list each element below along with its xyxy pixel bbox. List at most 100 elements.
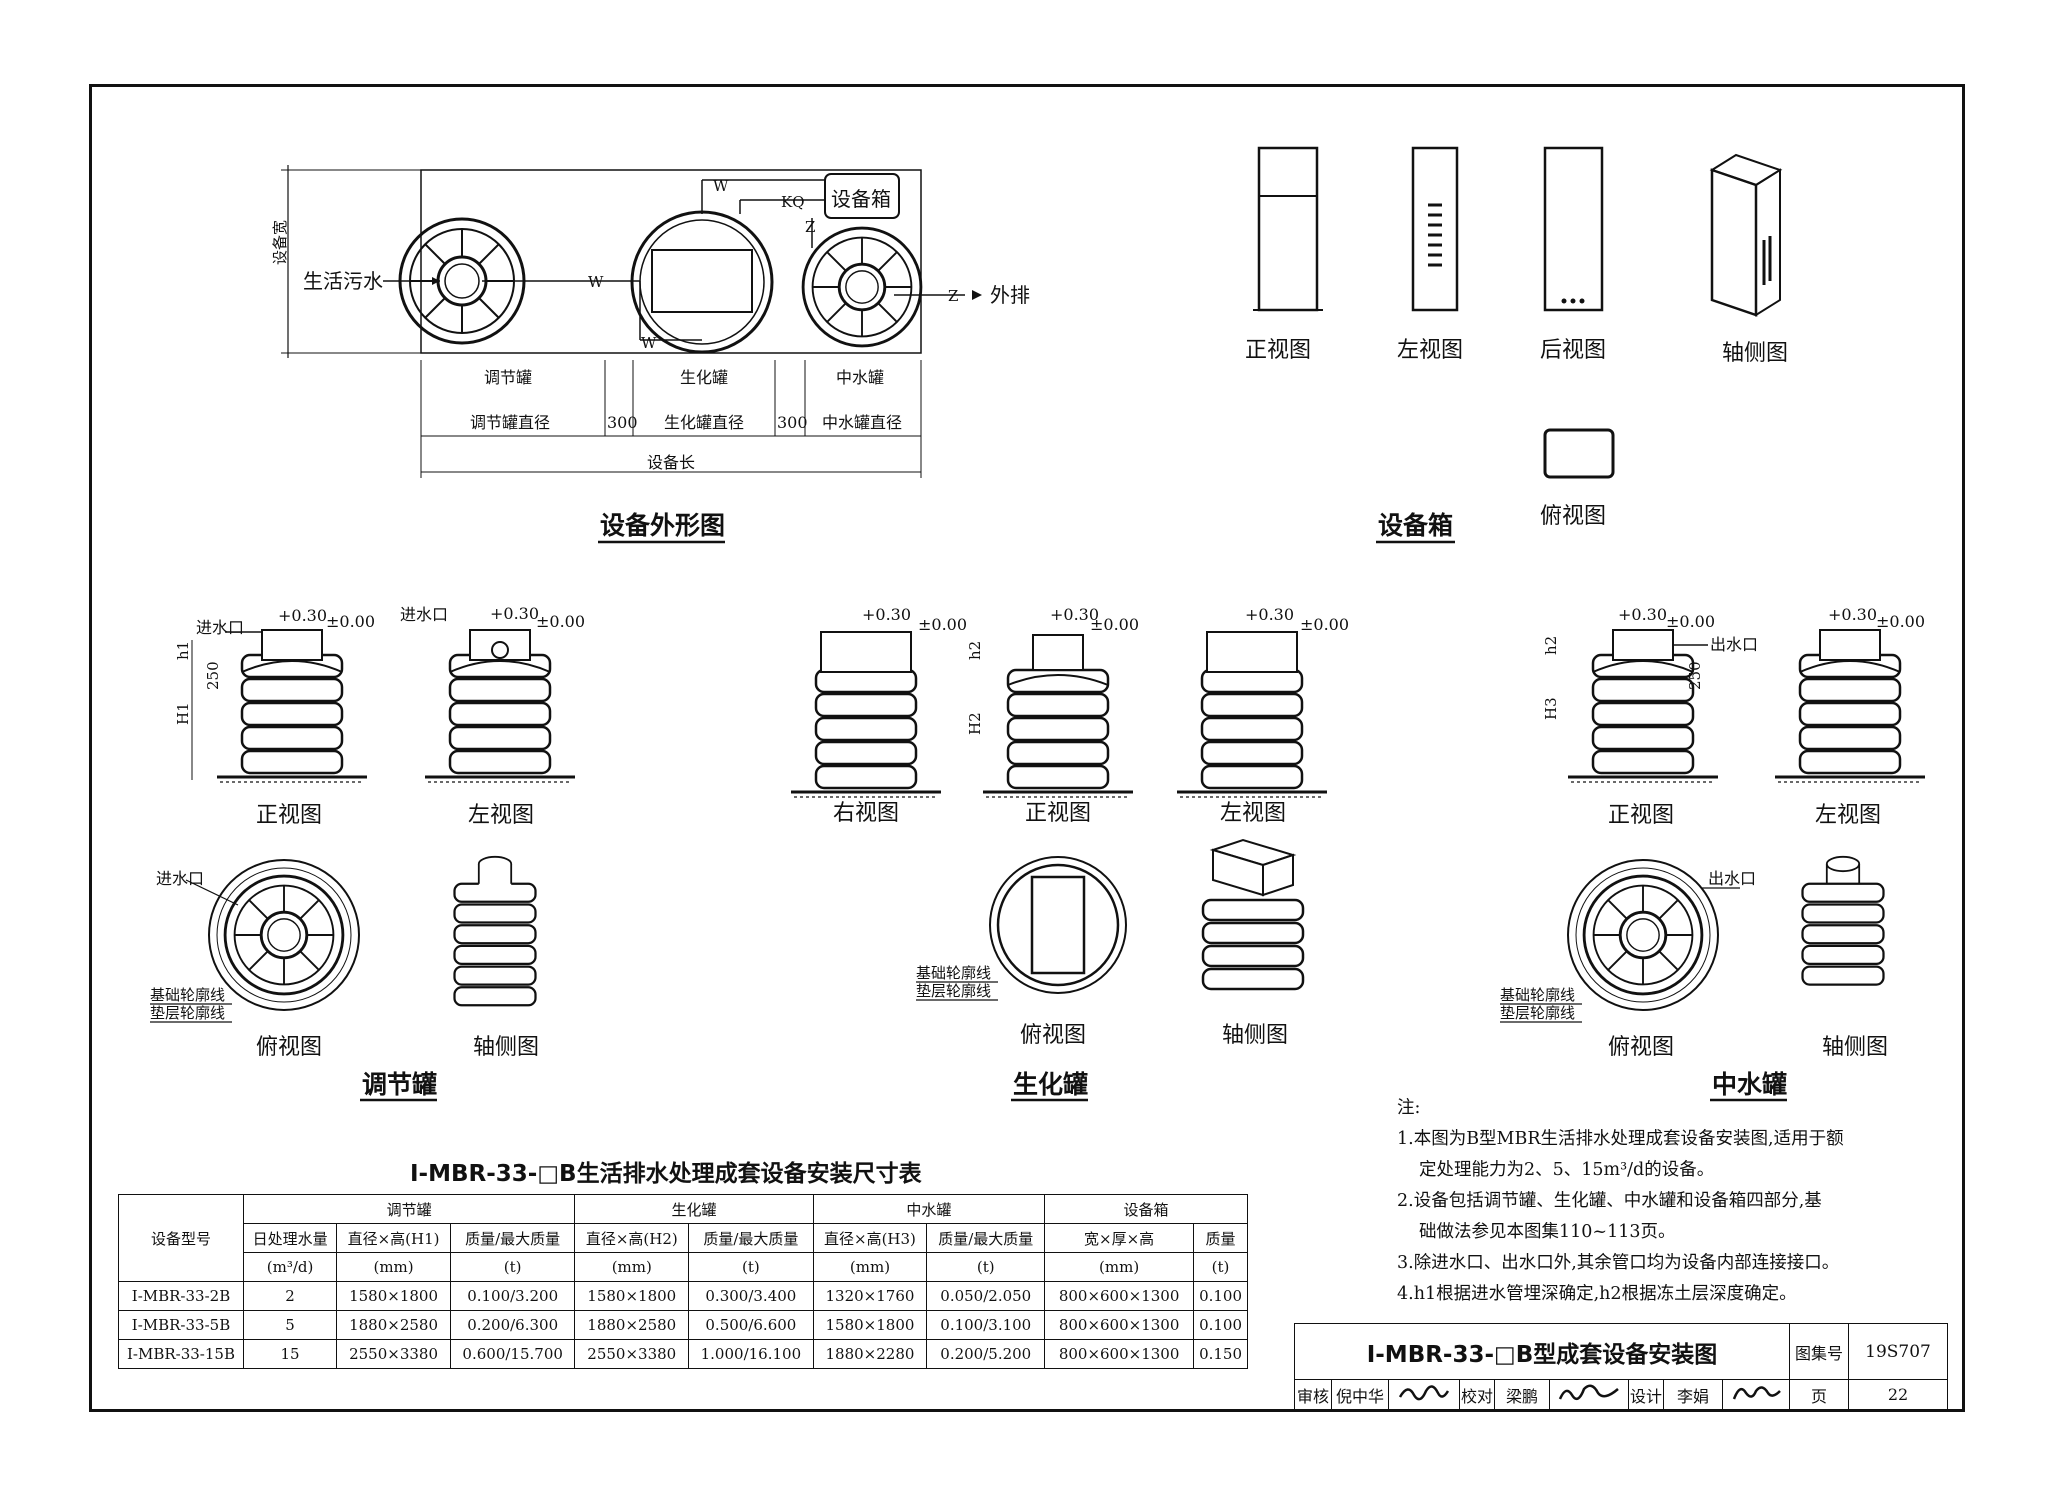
cell: 0.500/6.600 xyxy=(688,1310,814,1340)
adjust-view-top: 俯视图 xyxy=(256,1035,322,1060)
adjust-top-inlet: 进水口 xyxy=(156,869,204,888)
equipment-box-views: 正视图 左视图 后视图 轴侧图 俯视图 设备箱 xyxy=(1245,146,1788,544)
th-unit-1: (mm) xyxy=(336,1252,451,1282)
cell: 0.100/3.100 xyxy=(926,1310,1046,1340)
reuse-front-outlet: 出水口 xyxy=(1710,635,1758,654)
cell: 15 xyxy=(242,1339,338,1369)
outline-dia-3: 中水罐直径 xyxy=(822,413,902,432)
bio-front-elev2: ±0.00 xyxy=(1090,615,1139,634)
check-label: 校对 xyxy=(1459,1379,1495,1410)
pipe-label-z1: Z xyxy=(805,218,815,236)
outline-drawing: 生活污水 外排 设备箱 W KQ Z W W Z 设备宽 调节罐 生化罐 中水罐… xyxy=(271,165,1030,544)
cell: 1580×1800 xyxy=(336,1281,451,1311)
outline-inlet-label: 生活污水 xyxy=(303,269,383,293)
pipe-label-w2: W xyxy=(588,273,604,291)
box-title: 设备箱 xyxy=(1378,511,1453,540)
cell: 0.200/6.300 xyxy=(449,1310,576,1340)
adjust-front-inlet: 进水口 xyxy=(196,618,244,637)
th-sub-wdh: 宽×厚×高 xyxy=(1044,1223,1195,1253)
outline-dia-2: 生化罐直径 xyxy=(664,413,744,432)
note-line-2: 定处理能力为2、5、15m³/d的设备。 xyxy=(1419,1160,1715,1180)
pipe-label-kq: KQ xyxy=(781,193,805,211)
th-sub-m1: 质量/最大质量 xyxy=(449,1223,576,1253)
atlas-number: 19S707 xyxy=(1848,1323,1948,1380)
th-sub-m4: 质量 xyxy=(1193,1223,1248,1253)
th-unit-3: (mm) xyxy=(574,1252,690,1282)
cell: 1580×1800 xyxy=(574,1281,690,1311)
bio-view-front: 正视图 xyxy=(1025,801,1091,826)
th-unit-5: (mm) xyxy=(812,1252,928,1282)
spec-table: 设备型号 调节罐 生化罐 中水罐 设备箱 日处理水量 直径×高(H1) 质量/最… xyxy=(118,1194,1248,1369)
outline-gap-1: 300 xyxy=(607,413,638,432)
pipe-label-z2: Z xyxy=(948,287,958,305)
adjust-front-elev1: +0.30 xyxy=(278,606,327,625)
notes-block: 注: 1.本图为B型MBR生活排水处理成套设备安装图,适用于额 定处理能力为2、… xyxy=(1397,1093,1937,1310)
reuse-left-elev2: ±0.00 xyxy=(1876,612,1925,631)
checker-signature xyxy=(1549,1379,1629,1410)
cell: 2 xyxy=(242,1281,338,1311)
th-unit-6: (t) xyxy=(926,1252,1046,1282)
drawing-frame xyxy=(89,84,1965,1412)
adjust-view-front: 正视图 xyxy=(256,803,322,828)
reuse-left-elev1: +0.30 xyxy=(1828,605,1877,624)
adjust-left-elev2: ±0.00 xyxy=(536,612,585,631)
cell: 1320×1760 xyxy=(812,1281,928,1311)
th-group-box: 设备箱 xyxy=(1044,1194,1248,1224)
cell: Ⅰ-MBR-33-2B xyxy=(118,1281,244,1311)
th-sub-m2: 质量/最大质量 xyxy=(688,1223,814,1253)
th-group-reuse: 中水罐 xyxy=(812,1194,1046,1224)
pipe-label-w1: W xyxy=(713,177,729,195)
adjust-tank-views: 进水口 +0.30 ±0.00 h1 250 H1 进水口 +0.30 ±0.0… xyxy=(150,604,585,1102)
outline-dia-1: 调节罐直径 xyxy=(470,413,550,432)
th-sub-flow: 日处理水量 xyxy=(242,1223,338,1253)
page-label: 页 xyxy=(1789,1379,1849,1410)
reuse-view-front: 正视图 xyxy=(1608,803,1674,828)
th-sub-dh1: 直径×高(H1) xyxy=(336,1223,451,1253)
th-group-adjust: 调节罐 xyxy=(242,1194,576,1224)
outline-gap-2: 300 xyxy=(777,413,808,432)
cell: 0.050/2.050 xyxy=(926,1281,1046,1311)
designer-name: 李娟 xyxy=(1663,1379,1723,1410)
adjust-view-iso: 轴侧图 xyxy=(473,1035,539,1060)
adjust-h1: h1 xyxy=(174,641,192,660)
note-line-1: 1.本图为B型MBR生活排水处理成套设备安装图,适用于额 xyxy=(1397,1129,1844,1149)
cell: 1580×1800 xyxy=(812,1310,928,1340)
note-line-5: 3.除进水口、出水口外,其余管口均为设备内部连接接口。 xyxy=(1397,1253,1840,1273)
cell: 1880×2580 xyxy=(336,1310,451,1340)
cell: Ⅰ-MBR-33-15B xyxy=(118,1339,244,1369)
cell: 0.300/3.400 xyxy=(688,1281,814,1311)
th-unit-8: (t) xyxy=(1193,1252,1248,1282)
adjust-left-elev1: +0.30 xyxy=(490,604,539,623)
reuse-H3: H3 xyxy=(1542,697,1560,720)
reuse-top-outlet: 出水口 xyxy=(1708,869,1756,888)
bio-right-elev2: ±0.00 xyxy=(918,615,967,634)
outline-box-label: 设备箱 xyxy=(831,187,891,211)
note-line-3: 2.设备包括调节罐、生化罐、中水罐和设备箱四部分,基 xyxy=(1397,1191,1822,1211)
adjust-view-left: 左视图 xyxy=(468,803,534,828)
outline-tank-1: 调节罐 xyxy=(484,368,532,387)
atlas-label: 图集号 xyxy=(1789,1323,1849,1380)
reuse-title: 中水罐 xyxy=(1712,1070,1787,1099)
th-unit-4: (t) xyxy=(688,1252,814,1282)
box-view-top: 俯视图 xyxy=(1540,504,1606,529)
cell: 0.100/3.200 xyxy=(449,1281,576,1311)
note-line-4: 础做法参见本图集110~113页。 xyxy=(1419,1222,1676,1242)
bio-found1: 基础轮廓线 xyxy=(916,964,991,982)
reuse-view-iso: 轴侧图 xyxy=(1822,1035,1888,1060)
review-label: 审核 xyxy=(1294,1379,1332,1410)
designer-signature xyxy=(1722,1379,1790,1410)
bio-left-elev1: +0.30 xyxy=(1245,605,1294,624)
design-label: 设计 xyxy=(1628,1379,1664,1410)
bio-left-elev2: ±0.00 xyxy=(1300,615,1349,634)
bio-front-elev1: +0.30 xyxy=(1050,605,1099,624)
cell: 0.100 xyxy=(1193,1281,1248,1311)
bio-view-top: 俯视图 xyxy=(1020,1023,1086,1048)
cell: 800×600×1300 xyxy=(1044,1310,1195,1340)
cell: 1880×2280 xyxy=(812,1339,928,1369)
cell: 0.200/5.200 xyxy=(926,1339,1046,1369)
bio-found2: 垫层轮廓线 xyxy=(916,982,991,1000)
outline-tank-3: 中水罐 xyxy=(836,368,884,387)
th-unit-0: (m³/d) xyxy=(242,1252,338,1282)
